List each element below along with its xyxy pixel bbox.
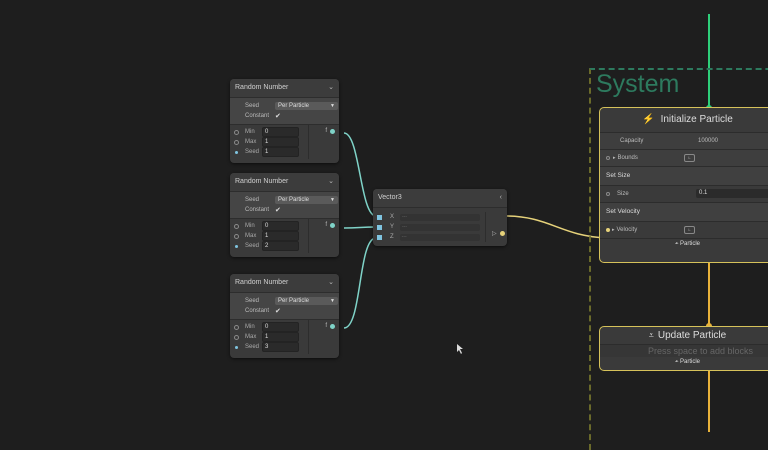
capacity-value[interactable]: 100000 xyxy=(698,138,719,144)
port-z[interactable] xyxy=(377,234,382,240)
constant-checkbox[interactable]: ✔ xyxy=(275,206,281,214)
context-title: Initialize Particle xyxy=(660,114,733,125)
x-field[interactable]: --- xyxy=(400,213,481,221)
y-label: Y xyxy=(390,224,395,230)
port-dot[interactable] xyxy=(234,223,239,229)
node-title: Random Number xyxy=(235,84,289,91)
seed-field[interactable]: 2 xyxy=(262,241,299,251)
seed-dropdown[interactable]: Per Particle▼ xyxy=(275,297,338,305)
random-number-node-2[interactable]: Random Number ⌄ Seed Per Particle▼ Constan… xyxy=(230,173,339,257)
capacity-label: Capacity xyxy=(620,138,644,144)
random-number-node-1[interactable]: Random Number ⌄ Seed Per Particle▼ Constan… xyxy=(230,79,339,163)
min-field[interactable]: 0 xyxy=(262,221,299,231)
velocity-port[interactable] xyxy=(606,228,610,232)
connection-wires xyxy=(343,14,712,432)
x-label: X xyxy=(390,214,395,220)
system-title: System xyxy=(596,70,680,98)
output-port[interactable]: f xyxy=(325,128,335,134)
constant-checkbox[interactable]: ✔ xyxy=(275,112,281,120)
min-field[interactable]: 0 xyxy=(262,127,299,137)
port-dot[interactable] xyxy=(606,156,610,160)
constant-checkbox[interactable]: ✔ xyxy=(275,307,281,315)
port-dot[interactable] xyxy=(606,192,610,196)
port-dot[interactable] xyxy=(234,139,239,145)
seed-label: Seed xyxy=(245,298,260,304)
bounds-label: Bounds xyxy=(617,155,638,161)
node-title: Random Number xyxy=(235,279,289,286)
collapse-chevron-icon[interactable]: ⌄ xyxy=(328,279,334,286)
expand-output-icon[interactable]: ▷ xyxy=(492,231,497,237)
flow-arrow-icon: ⩡ xyxy=(674,241,679,247)
port-dot[interactable] xyxy=(234,129,239,135)
vector3-node[interactable]: Vector3 ‹ X --- Y --- Z --- ▷ xyxy=(373,189,507,246)
constant-label: Constant xyxy=(245,207,270,213)
size-label: Size xyxy=(617,191,629,197)
velocity-label: Velocity xyxy=(616,227,638,233)
constant-label: Constant xyxy=(245,308,270,314)
port-x[interactable] xyxy=(377,214,382,220)
flow-out-label: Particle xyxy=(680,241,701,247)
max-field[interactable]: 1 xyxy=(262,332,299,342)
context-title: Update Particle xyxy=(657,330,727,341)
seed-dropdown[interactable]: Per Particle▼ xyxy=(275,102,338,110)
node-title: Random Number xyxy=(235,178,289,185)
lightning-icon: ⚡ xyxy=(642,114,655,125)
seed-field[interactable]: 3 xyxy=(262,342,299,352)
seed-dropdown[interactable]: Per Particle▼ xyxy=(275,196,338,204)
max-field[interactable]: 1 xyxy=(262,231,299,241)
seed-label: Seed xyxy=(245,103,260,109)
port-dot[interactable] xyxy=(234,233,239,239)
update-particle-context[interactable]: ⩡Update Particle Press space to add bloc… xyxy=(599,326,768,371)
add-blocks-hint[interactable]: Press space to add blocks xyxy=(600,344,768,357)
constant-label: Constant xyxy=(245,113,270,119)
seed-field[interactable]: 1 xyxy=(262,147,299,157)
port-dot[interactable] xyxy=(234,324,239,330)
flow-arrow-icon: ⩡ xyxy=(648,330,654,340)
output-port[interactable] xyxy=(500,231,505,236)
port-y[interactable] xyxy=(377,224,382,230)
local-space-toggle[interactable]: L xyxy=(684,226,695,234)
random-number-node-3[interactable]: Random Number ⌄ Seed Per Particle▼ Constan… xyxy=(230,274,339,358)
port-dot[interactable] xyxy=(234,334,239,340)
max-field[interactable]: 1 xyxy=(262,137,299,147)
size-field[interactable]: 0.1 xyxy=(696,189,768,198)
flow-out-label: Particle xyxy=(680,359,701,365)
set-size-block[interactable]: Set Size xyxy=(600,166,768,185)
y-field[interactable]: --- xyxy=(400,223,481,231)
output-port[interactable]: f xyxy=(325,222,335,228)
local-space-toggle[interactable]: L xyxy=(684,154,695,162)
set-velocity-block[interactable]: Set Velocity xyxy=(600,202,768,221)
collapse-chevron-icon[interactable]: ‹ xyxy=(499,194,502,201)
collapse-chevron-icon[interactable]: ⌄ xyxy=(328,84,334,91)
min-field[interactable]: 0 xyxy=(262,322,299,332)
output-port[interactable]: f xyxy=(325,323,335,329)
seed-label: Seed xyxy=(245,197,260,203)
z-field[interactable]: --- xyxy=(399,233,480,241)
z-label: Z xyxy=(390,234,394,240)
collapse-chevron-icon[interactable]: ⌄ xyxy=(328,178,334,185)
system-frame xyxy=(589,68,768,450)
node-title: Vector3 xyxy=(378,194,402,201)
flow-arrow-icon: ⩡ xyxy=(674,359,679,365)
